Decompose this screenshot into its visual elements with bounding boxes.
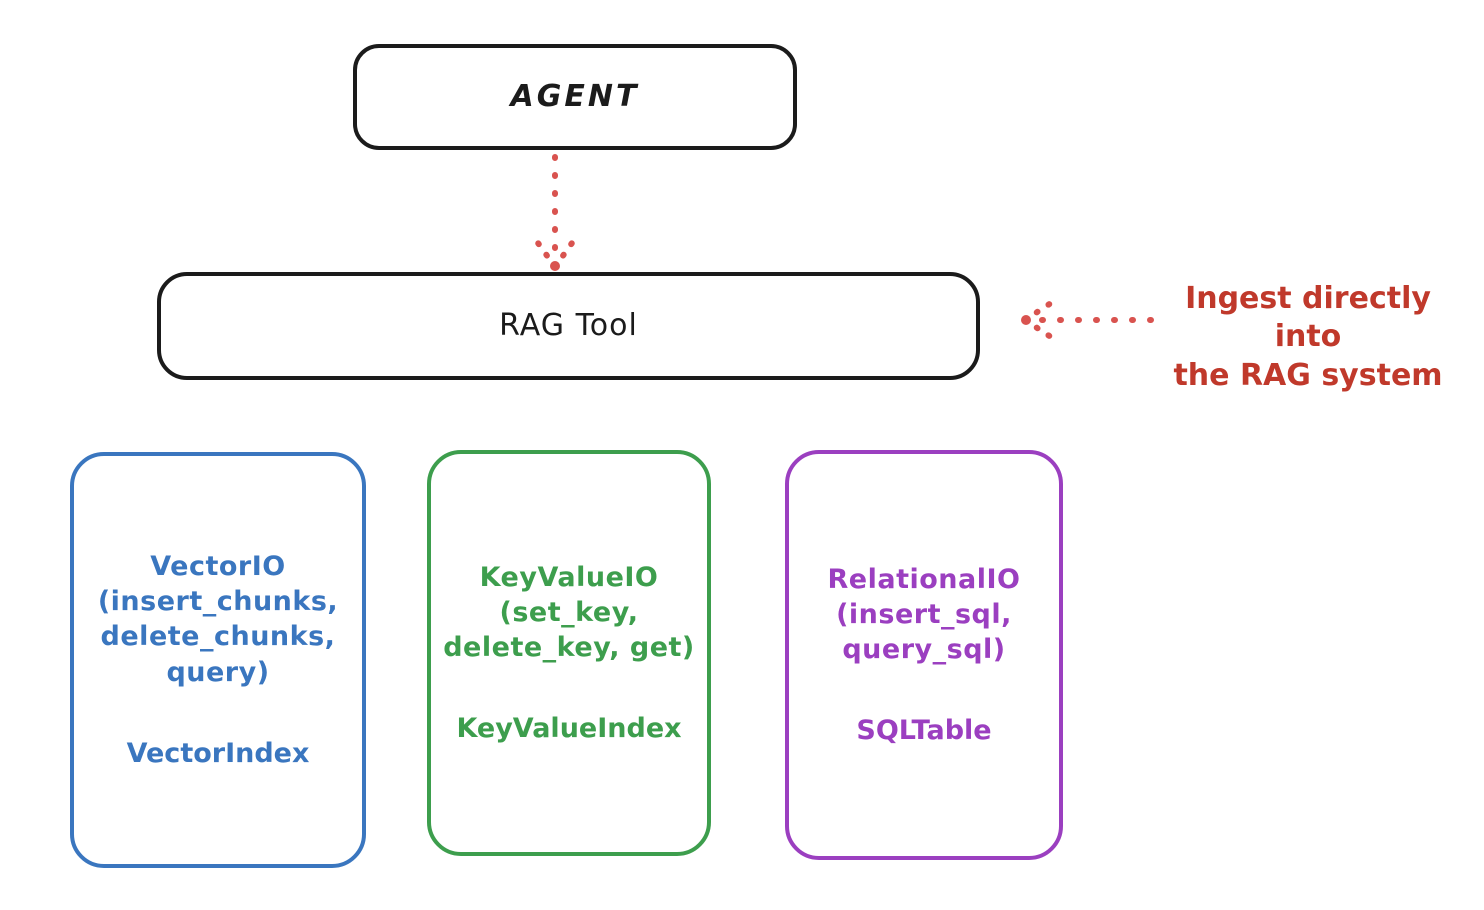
node-key-value-io-label: KeyValueIO (set_key, delete_key, get) xyxy=(443,561,695,663)
node-relational-io[interactable]: RelationalIO (insert_sql, query_sql) SQL… xyxy=(785,450,1063,860)
node-agent-label: AGENT xyxy=(510,79,640,115)
node-vector-io-label: VectorIO (insert_chunks, delete_chunks, … xyxy=(97,551,339,688)
node-key-value-io-sublabel: KeyValueIndex xyxy=(456,713,682,745)
dotted-arrow-down-icon xyxy=(535,154,575,271)
node-vector-io-sublabel: VectorIndex xyxy=(126,737,310,769)
node-relational-io-sublabel: SQLTable xyxy=(856,715,992,747)
annotation-ingest-directly: Ingest directly into the RAG system xyxy=(1173,281,1443,393)
dotted-arrow-left-icon xyxy=(1021,300,1154,340)
node-rag-tool[interactable]: RAG Tool xyxy=(157,272,980,380)
node-vector-io[interactable]: VectorIO (insert_chunks, delete_chunks, … xyxy=(70,452,366,868)
node-agent[interactable]: AGENT xyxy=(353,44,797,150)
node-relational-io-label: RelationalIO (insert_sql, query_sql) xyxy=(827,563,1021,665)
node-rag-tool-label: RAG Tool xyxy=(499,308,638,344)
node-key-value-io[interactable]: KeyValueIO (set_key, delete_key, get) Ke… xyxy=(427,450,711,856)
